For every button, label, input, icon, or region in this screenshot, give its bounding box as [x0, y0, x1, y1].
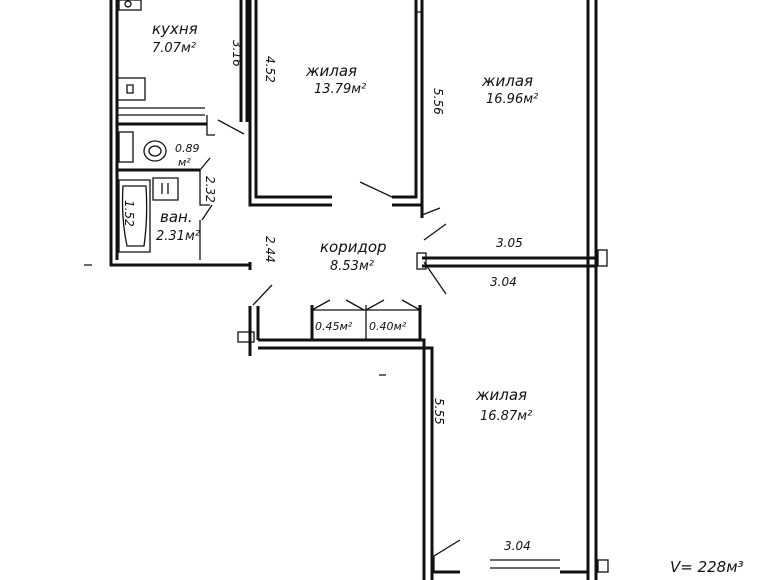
corridor-area: 8.53м²: [330, 259, 374, 274]
fixtures: [116, 0, 461, 572]
wc-unit: м²: [178, 156, 191, 169]
dim-232: 2.32: [203, 176, 217, 203]
dim-304b: 3.04: [504, 539, 531, 553]
walls: [109, 0, 609, 580]
living1-name: жилая: [305, 62, 357, 80]
living2-area: 16.96м²: [486, 92, 538, 107]
bath-area: 2.31м²: [156, 229, 200, 244]
dim-452: 4.52: [263, 56, 277, 83]
wc-area: 0.89: [175, 142, 200, 155]
kitchen-area: 7.07м²: [152, 41, 196, 56]
dim-556: 5.56: [431, 88, 445, 115]
bath-name: ван.: [160, 208, 193, 226]
closet2-area: 0.40м²: [369, 320, 407, 333]
dim-304a: 3.04: [490, 275, 517, 289]
kitchen-name: кухня: [152, 20, 198, 38]
dim-555: 5.55: [432, 398, 446, 425]
living2-name: жилая: [481, 72, 533, 90]
dim-244: 2.44: [263, 236, 277, 263]
corridor-name: коридор: [320, 238, 387, 256]
living1-area: 13.79м²: [314, 82, 366, 97]
living3-name: жилая: [475, 386, 527, 404]
dim-152: 1.52: [122, 200, 136, 227]
closet1-area: 0.45м²: [315, 320, 353, 333]
living3-area: 16.87м²: [480, 409, 532, 424]
dim-316: 3.16: [230, 40, 244, 67]
volume-label: V= 228м³: [670, 558, 744, 576]
dim-305: 3.05: [496, 236, 523, 250]
